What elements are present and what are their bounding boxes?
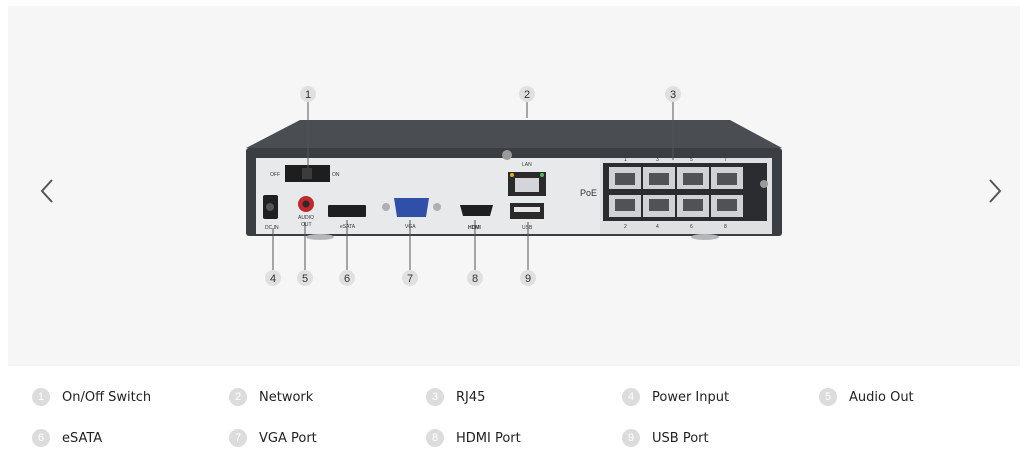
poe-bottom-6: 6 (690, 224, 693, 230)
callout-badge-1: 1 (300, 86, 316, 102)
poe-top-3: 3 (656, 157, 659, 163)
callout-badge-4: 4 (265, 270, 281, 286)
svg-text:9: 9 (525, 273, 531, 285)
svg-text:6: 6 (344, 273, 350, 285)
audio-out-label-1: AUDIO (298, 215, 314, 221)
svg-text:7: 7 (407, 273, 413, 285)
svg-text:1: 1 (305, 89, 311, 101)
dc-in-label: DC IN (265, 225, 279, 231)
callout-badge-6: 6 (339, 270, 355, 286)
legend-item-network: 2 Network (229, 386, 313, 408)
callout-lines (272, 102, 674, 270)
legend-item-hdmi-port: 8 HDMI Port (426, 427, 521, 449)
legend-label: HDMI Port (456, 430, 521, 446)
legend-item-audio-out: 5 Audio Out (819, 386, 914, 408)
lan-port: LAN (502, 150, 546, 196)
ground-screw-icon (760, 180, 768, 188)
poe-top-7: 7 (724, 157, 727, 163)
poe-label: PoE (580, 188, 597, 198)
legend-label: Power Input (652, 389, 730, 405)
usb-port: USB (510, 203, 544, 231)
audio-out-port: AUDIO OUT (298, 196, 314, 228)
callout-badge-5: 5 (297, 270, 313, 286)
previous-arrow-icon[interactable] (36, 176, 60, 206)
legend-number-badge: 1 (32, 388, 50, 406)
lan-label: LAN (522, 162, 532, 168)
legend-number-badge: 8 (426, 429, 444, 447)
callout-badge-2: 2 (519, 86, 535, 102)
legend-label: Audio Out (849, 389, 914, 405)
switch-off-label: OFF (270, 172, 280, 178)
usb-label: USB (522, 225, 533, 231)
legend-item-rj45: 3 RJ45 (426, 386, 485, 408)
esata-port: eSATA (328, 205, 366, 230)
legend-item-power-input: 4 Power Input (622, 386, 729, 408)
poe-bottom-8: 8 (724, 224, 727, 230)
next-arrow-icon[interactable] (982, 176, 1006, 206)
switch-on-label: ON (332, 172, 340, 178)
legend-number-badge: 3 (426, 388, 444, 406)
dc-in-port: DC IN (263, 195, 279, 231)
legend-number-badge: 7 (229, 429, 247, 447)
legend-item-vga-port: 7 VGA Port (229, 427, 317, 449)
legend-item-usb-port: 9 USB Port (622, 427, 709, 449)
legend-label: Network (259, 389, 314, 405)
legend-label: On/Off Switch (62, 389, 152, 405)
callout-badge-9: 9 (520, 270, 536, 286)
legend-number-badge: 9 (622, 429, 640, 447)
poe-top-5: 5 (690, 157, 693, 163)
legend-number-badge: 6 (32, 429, 50, 447)
vga-label: VGA (405, 224, 416, 230)
legend-number-badge: 4 (622, 388, 640, 406)
power-switch: OFF ON (270, 165, 340, 182)
svg-text:4: 4 (270, 273, 276, 285)
esata-label: eSATA (340, 224, 356, 230)
legend-item-on-off-switch: 1 On/Off Switch (32, 386, 151, 408)
legend-number-badge: 2 (229, 388, 247, 406)
callout-badge-7: 7 (402, 270, 418, 286)
legend-item-esata: 6 eSATA (32, 427, 102, 449)
legend-number-badge: 5 (819, 388, 837, 406)
poe-bottom-2: 2 (624, 224, 627, 230)
poe-ports: PoE 1 3 5 7 2 4 6 8 (580, 157, 768, 230)
svg-text:5: 5 (302, 273, 308, 285)
nvr-rear-panel-diagram: OFF ON DC IN AUDIO OUT eSATA VGA HDMI (246, 86, 782, 286)
vga-port: VGA (382, 198, 441, 230)
legend-label: USB Port (652, 430, 709, 446)
callout-badge-3: 3 (665, 86, 681, 102)
svg-text:8: 8 (472, 273, 478, 285)
callout-badge-8: 8 (467, 270, 483, 286)
legend-label: RJ45 (456, 389, 486, 405)
poe-bottom-4: 4 (656, 224, 659, 230)
poe-top-1: 1 (624, 157, 627, 163)
legend-label: eSATA (62, 430, 103, 446)
legend-label: VGA Port (259, 430, 317, 446)
port-legend: 1 On/Off Switch 2 Network 3 RJ45 4 Power… (0, 376, 1024, 466)
svg-text:2: 2 (524, 89, 530, 101)
audio-out-label-2: OUT (301, 222, 312, 228)
svg-text:3: 3 (670, 89, 676, 101)
